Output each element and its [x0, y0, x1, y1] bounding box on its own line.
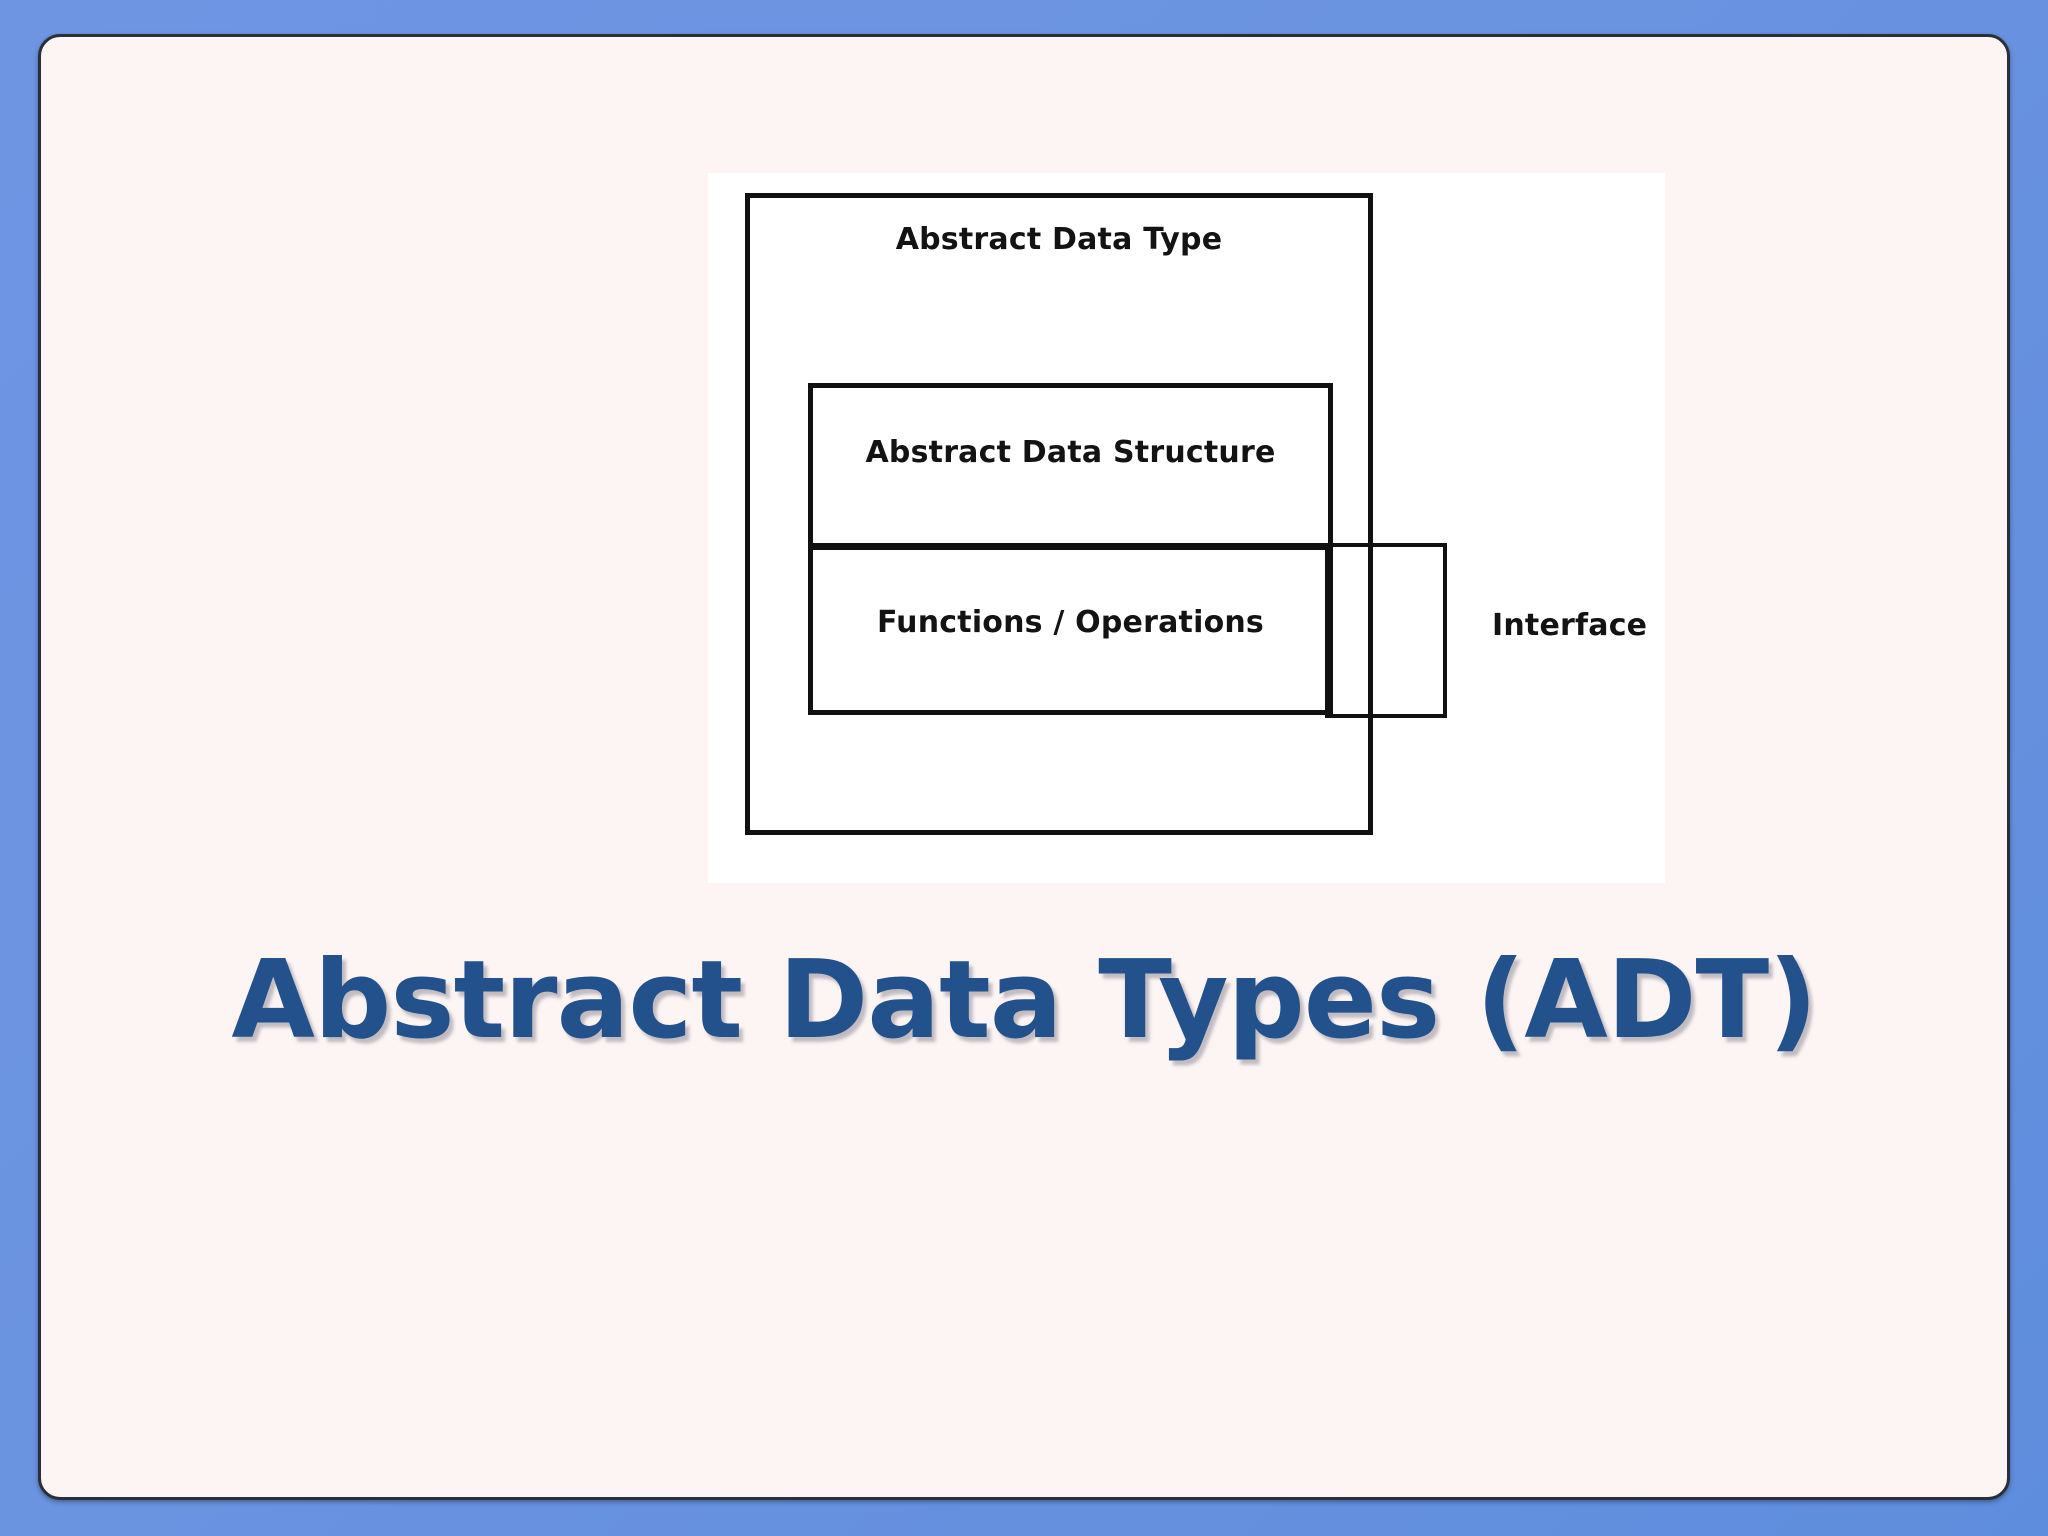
slide-panel: Abstract Data Type Abstract Data Structu… [38, 34, 2010, 1500]
functions-operations-box: Functions / Operations [808, 545, 1333, 715]
abstract-data-type-label: Abstract Data Type [895, 222, 1223, 257]
page-title: Abstract Data Types (ADT) [231, 938, 1817, 1063]
interface-box [1325, 543, 1447, 718]
abstract-data-structure-label: Abstract Data Structure [865, 435, 1276, 470]
functions-operations-label: Functions / Operations [876, 605, 1264, 640]
interface-label: Interface [1492, 608, 1648, 643]
abstract-data-structure-box: Abstract Data Structure [808, 383, 1333, 548]
adt-diagram-image: Abstract Data Type Abstract Data Structu… [708, 173, 1665, 883]
